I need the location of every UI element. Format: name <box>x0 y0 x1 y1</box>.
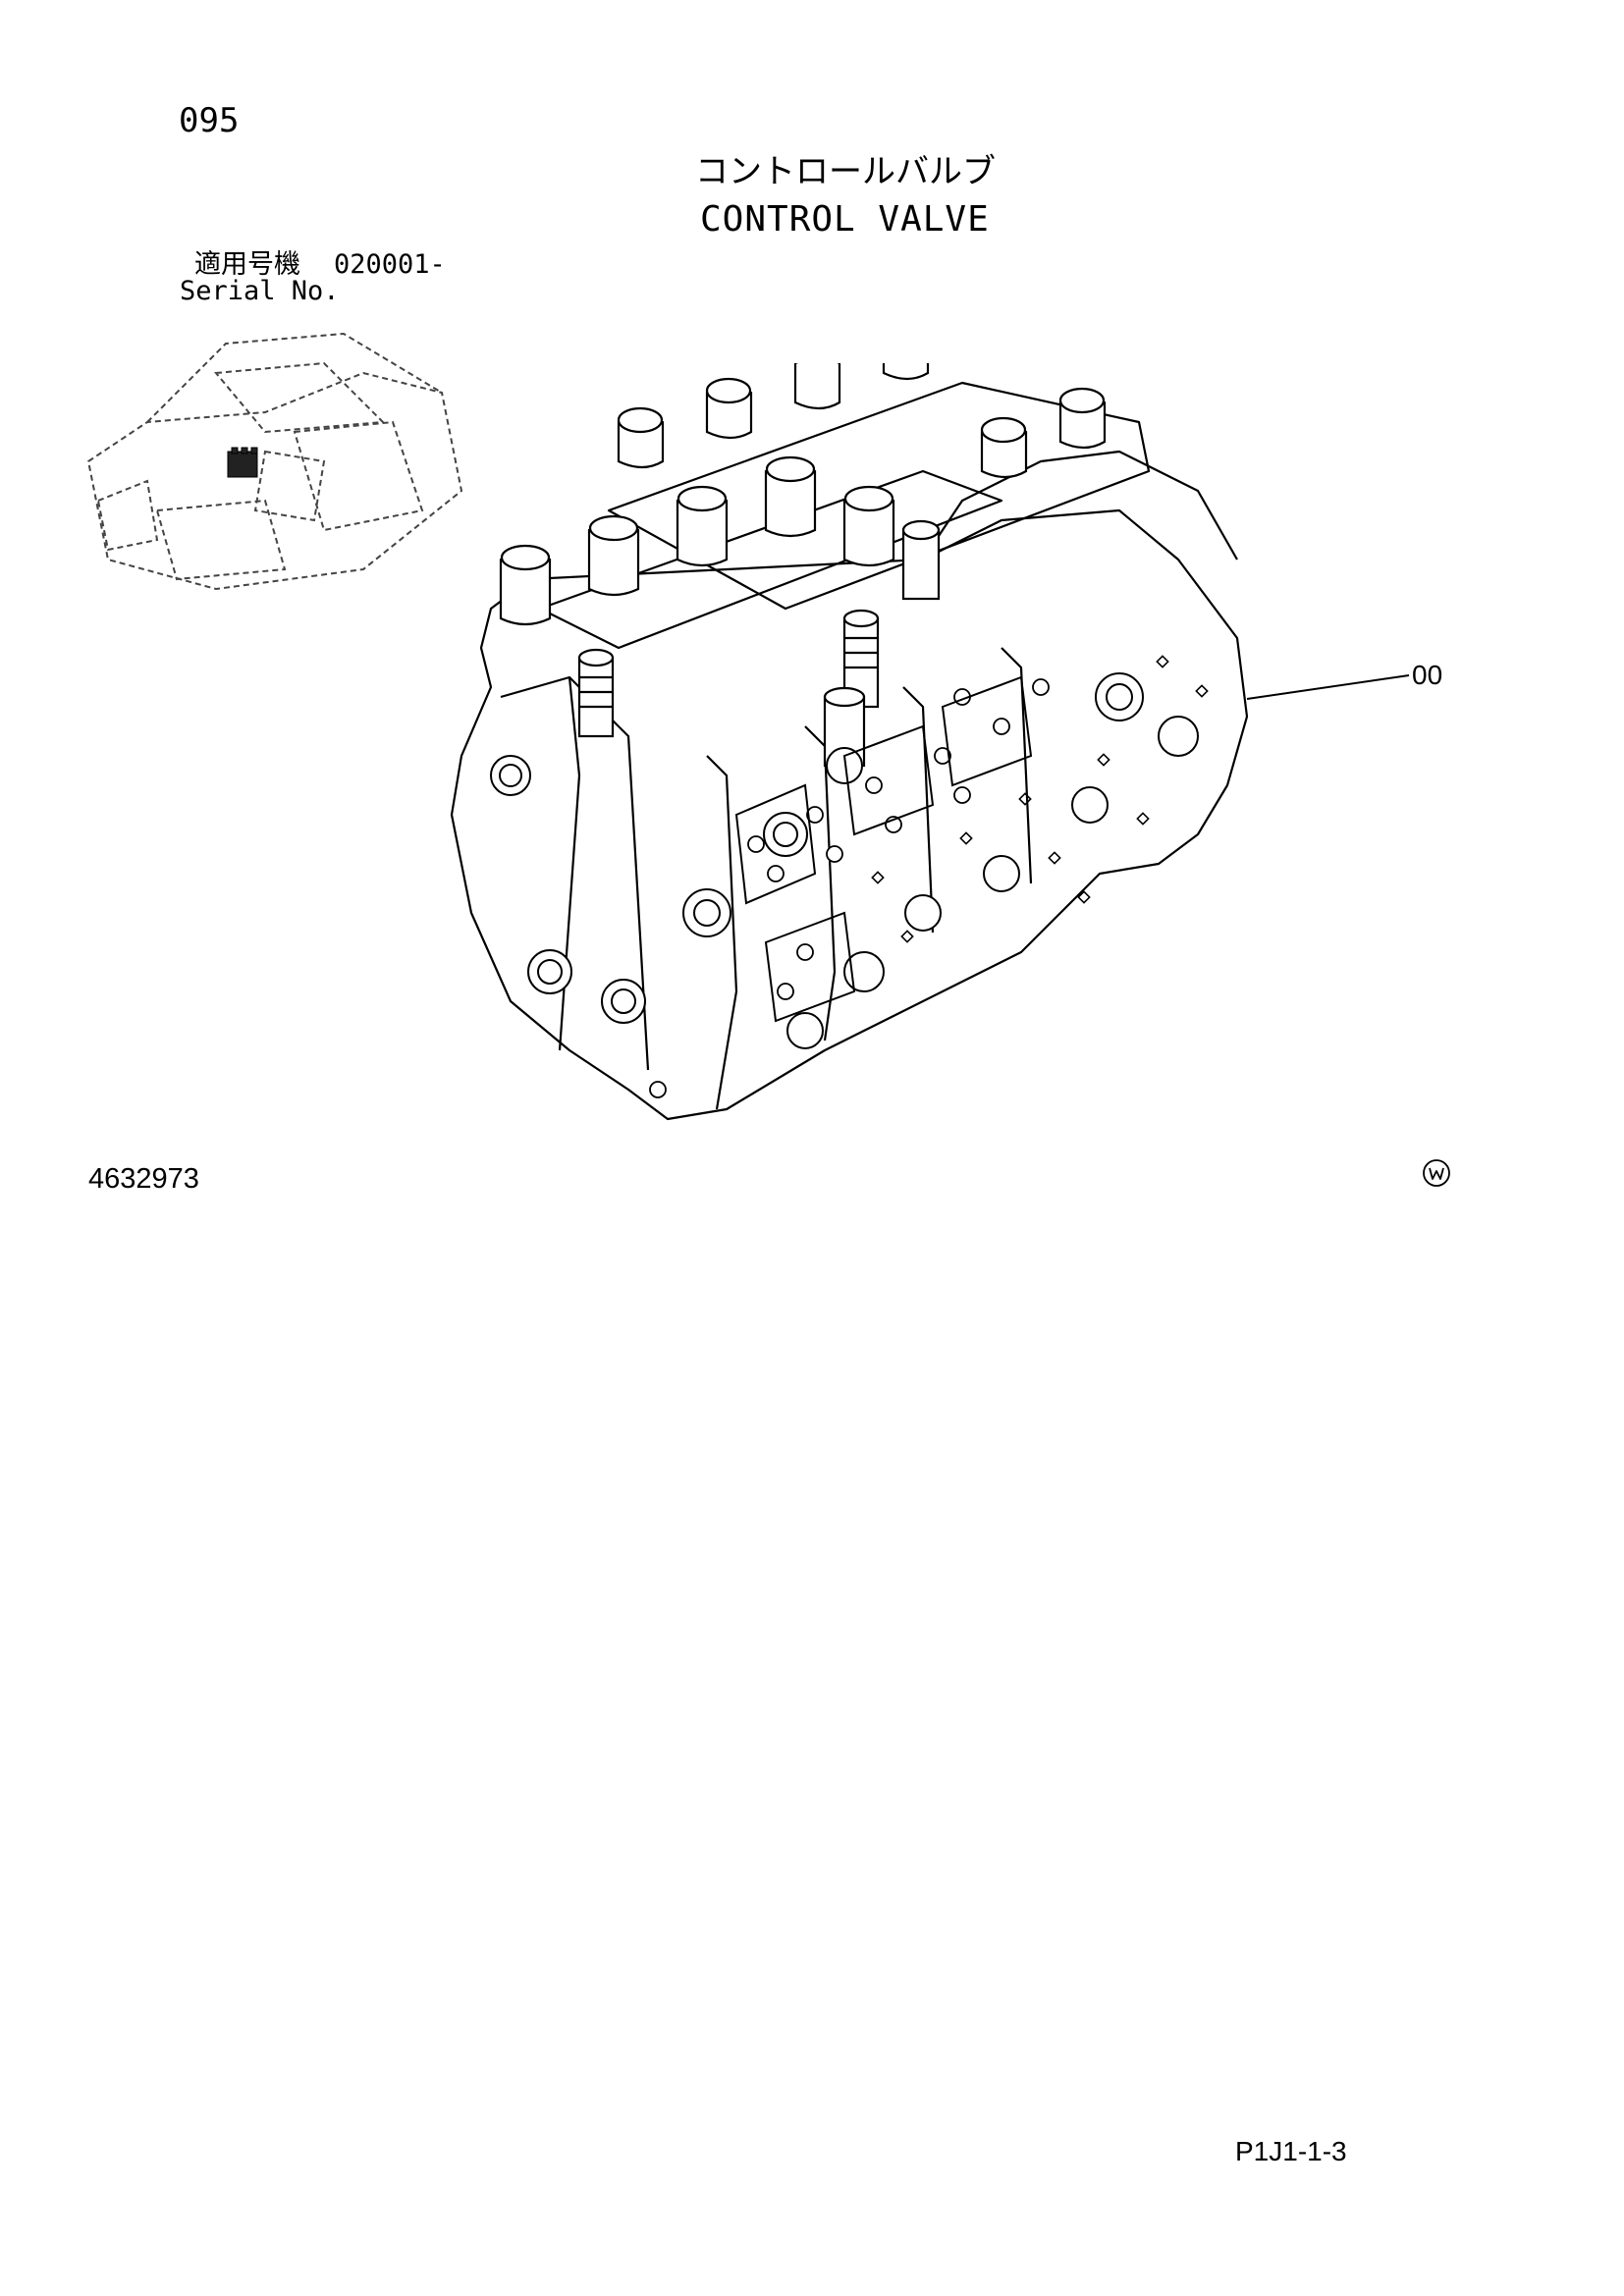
machine-locator-illustration <box>86 332 463 591</box>
serial-label-english: Serial No. <box>180 276 340 306</box>
part-number: 4632973 <box>88 1163 199 1195</box>
callout-label: 00 <box>1412 660 1443 690</box>
control-valve-illustration <box>450 363 1249 1121</box>
circled-w-icon <box>1423 1159 1450 1187</box>
title-english: CONTROL VALVE <box>700 199 990 240</box>
footer-page-code: P1J1-1-3 <box>1235 2136 1347 2166</box>
callout-leader-line <box>1247 674 1410 700</box>
page-number: 095 <box>179 101 240 140</box>
valve-location-marker <box>227 451 258 478</box>
serial-label-japanese: 適用号機 <box>194 249 300 280</box>
serial-number: 020001- <box>334 249 446 280</box>
title-japanese: コントロールバルブ <box>695 152 996 191</box>
